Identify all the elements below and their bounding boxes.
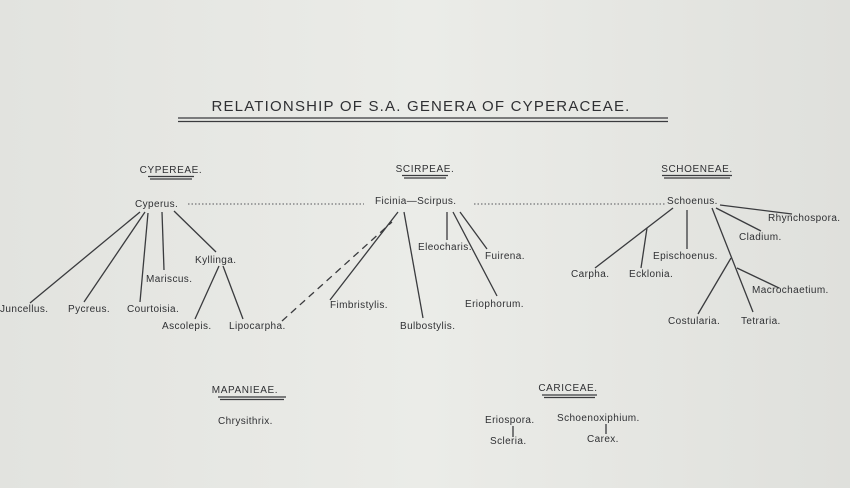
genus-eriophorum: Eriophorum. bbox=[465, 299, 524, 310]
genus-pycreus: Pycreus. bbox=[68, 304, 110, 315]
tribe-heading-scirpeae: SCIRPEAE. bbox=[396, 164, 455, 179]
genus-ascolepis: Ascolepis. bbox=[162, 321, 212, 332]
genus-costularia: Costularia. bbox=[668, 316, 720, 327]
genus-juncellus: Juncellus. bbox=[0, 304, 48, 315]
schoeneae-genera: Schoenus. Rhynchospora. Cladium. Epischo… bbox=[571, 196, 840, 327]
tribe-heading-schoeneae: SCHOENEAE. bbox=[661, 164, 733, 179]
cypereae-genera: Cyperus. Kyllinga. Mariscus. Juncellus. … bbox=[0, 199, 286, 332]
tribe-heading-cariceae: CARICEAE. bbox=[538, 383, 597, 399]
diagram-title: RELATIONSHIP OF S.A. GENERA OF CYPERACEA… bbox=[211, 98, 630, 115]
genus-lipocarpha: Lipocarpha. bbox=[229, 321, 286, 332]
genus-tetraria: Tetraria. bbox=[741, 316, 781, 327]
cypereae-branches bbox=[29, 210, 244, 320]
genus-carex: Carex. bbox=[587, 434, 619, 445]
svg-text:SCIRPEAE.: SCIRPEAE. bbox=[396, 164, 455, 175]
genus-rhynchospora: Rhynchospora. bbox=[768, 213, 840, 224]
scirpeae-genera: Ficinia—Scirpus. Fuirena. Eleocharis. Fi… bbox=[330, 196, 525, 332]
genus-eriospora: Eriospora. bbox=[485, 415, 535, 426]
genus-mariscus: Mariscus. bbox=[146, 274, 192, 285]
genus-cyperus: Cyperus. bbox=[135, 199, 178, 210]
svg-text:SCHOENEAE.: SCHOENEAE. bbox=[661, 164, 733, 175]
genus-bulbostylis: Bulbostylis. bbox=[400, 321, 455, 332]
title-underline bbox=[178, 117, 668, 123]
genus-chrysithrix: Chrysithrix. bbox=[218, 416, 273, 427]
genus-fuirena: Fuirena. bbox=[485, 251, 525, 262]
schoeneae-branches bbox=[594, 204, 793, 315]
genus-kyllinga: Kyllinga. bbox=[195, 255, 236, 266]
genus-scleria: Scleria. bbox=[490, 436, 527, 447]
svg-text:CYPEREAE.: CYPEREAE. bbox=[140, 165, 203, 176]
tribe-heading-cypereae: CYPEREAE. bbox=[140, 165, 203, 180]
svg-text:MAPANIEAE.: MAPANIEAE. bbox=[212, 385, 278, 396]
genus-macrochaetium: Macrochaetium. bbox=[752, 285, 829, 296]
genus-fimbristylis: Fimbristylis. bbox=[330, 300, 388, 311]
genus-ficinia-scirpus: Ficinia—Scirpus. bbox=[375, 196, 456, 207]
genus-schoenus: Schoenus. bbox=[667, 196, 718, 207]
genus-courtoisia: Courtoisia. bbox=[127, 304, 179, 315]
scirpeae-branches bbox=[329, 211, 498, 319]
cariceae-group: Eriospora. Schoenoxiphium. Scleria. Care… bbox=[485, 413, 640, 447]
genus-ecklonia: Ecklonia. bbox=[629, 269, 673, 280]
genus-schoenoxiphium: Schoenoxiphium. bbox=[557, 413, 640, 424]
genus-cladium: Cladium. bbox=[739, 232, 782, 243]
genus-carpha: Carpha. bbox=[571, 269, 609, 280]
svg-text:CARICEAE.: CARICEAE. bbox=[538, 383, 597, 394]
tribe-heading-mapanieae: MAPANIEAE. bbox=[212, 385, 286, 401]
genus-epischoenus: Epischoenus. bbox=[653, 251, 718, 262]
dashed-link-lipocarpha-ficinia bbox=[281, 221, 393, 322]
genus-eleocharis: Eleocharis. bbox=[418, 242, 472, 253]
